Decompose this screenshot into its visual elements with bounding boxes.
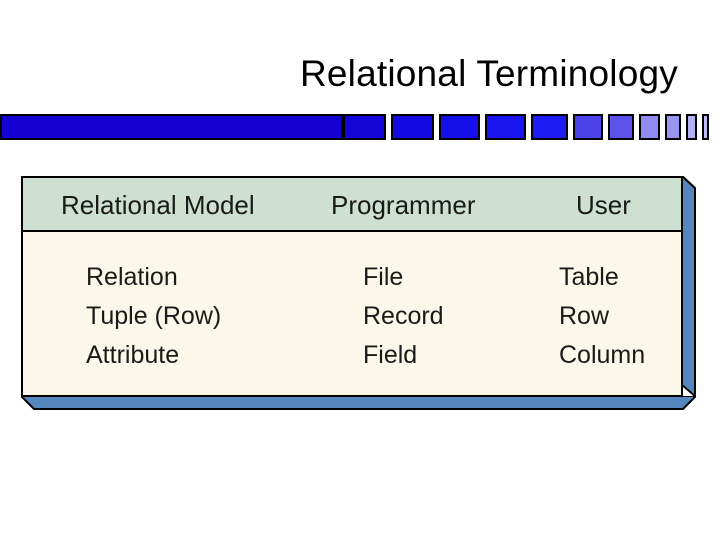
table-cell: Attribute — [86, 341, 180, 369]
table-cell: Field — [363, 341, 418, 369]
column-header-relational-model: Relational Model — [61, 190, 255, 220]
table-body: Relation Tuple (Row) Attribute File Reco… — [23, 234, 681, 397]
bar-segment-1 — [343, 114, 386, 140]
column-header-programmer: Programmer — [331, 190, 476, 220]
relational-terminology-table: Relational Model Programmer User Relatio… — [21, 176, 696, 410]
column-header-user: User — [576, 190, 631, 220]
panel-bottom-3d-face — [21, 396, 696, 410]
bar-segment-6 — [573, 114, 603, 140]
bar-segment-9 — [665, 114, 681, 140]
table-cell: File — [363, 263, 404, 291]
page-title: Relational Terminology — [299, 53, 678, 94]
decorative-segmented-bar — [0, 114, 720, 140]
bar-segment-8 — [639, 114, 660, 140]
table-cell: Column — [559, 341, 646, 369]
table-column-user: Table Row Column — [559, 258, 645, 375]
bar-segment-3 — [439, 114, 480, 140]
bar-segment-2 — [391, 114, 434, 140]
bar-segment-10 — [686, 114, 697, 140]
table-cell: Tuple (Row) — [86, 302, 222, 330]
bar-segment-0 — [0, 114, 343, 140]
table-cell: Relation — [86, 263, 178, 291]
bar-segment-5 — [531, 114, 568, 140]
table-column-programmer: File Record Field — [363, 258, 444, 375]
table-column-relational-model: Relation Tuple (Row) Attribute — [86, 258, 221, 375]
panel-front-face: Relational Model Programmer User Relatio… — [21, 176, 683, 397]
table-cell: Row — [559, 302, 610, 330]
bar-segment-7 — [608, 114, 634, 140]
table-header-row: Relational Model Programmer User — [23, 178, 681, 232]
table-cell: Record — [363, 302, 444, 330]
bar-segment-4 — [485, 114, 526, 140]
panel-right-3d-face — [682, 176, 696, 397]
table-cell: Table — [559, 263, 619, 291]
bar-segment-11 — [702, 114, 709, 140]
